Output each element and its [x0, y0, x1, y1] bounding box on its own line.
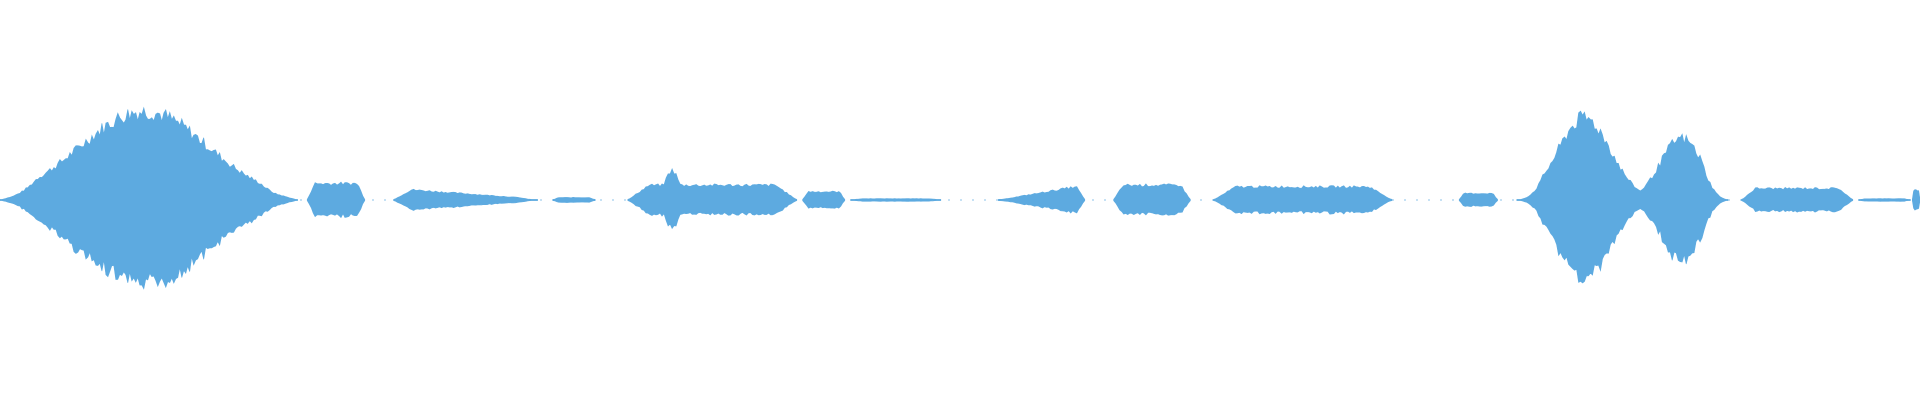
waveform-segment: [1516, 110, 1729, 284]
waveform-segment: [1113, 183, 1191, 216]
waveform-segment: [998, 186, 1086, 214]
waveform-segment: [306, 181, 366, 219]
waveform-segment: [1741, 187, 1854, 213]
waveform-segment: [1858, 198, 1911, 202]
waveform-segment: [552, 196, 596, 203]
waveform-segment: [850, 198, 942, 202]
waveform-segment: [802, 190, 846, 209]
waveform-segment: [393, 188, 538, 211]
waveform-segment: [1213, 185, 1393, 215]
waveform-segment: [1458, 192, 1498, 207]
waveform-segment: [627, 167, 798, 230]
waveform-segment: [1912, 189, 1920, 211]
waveform-segment: [0, 106, 298, 290]
